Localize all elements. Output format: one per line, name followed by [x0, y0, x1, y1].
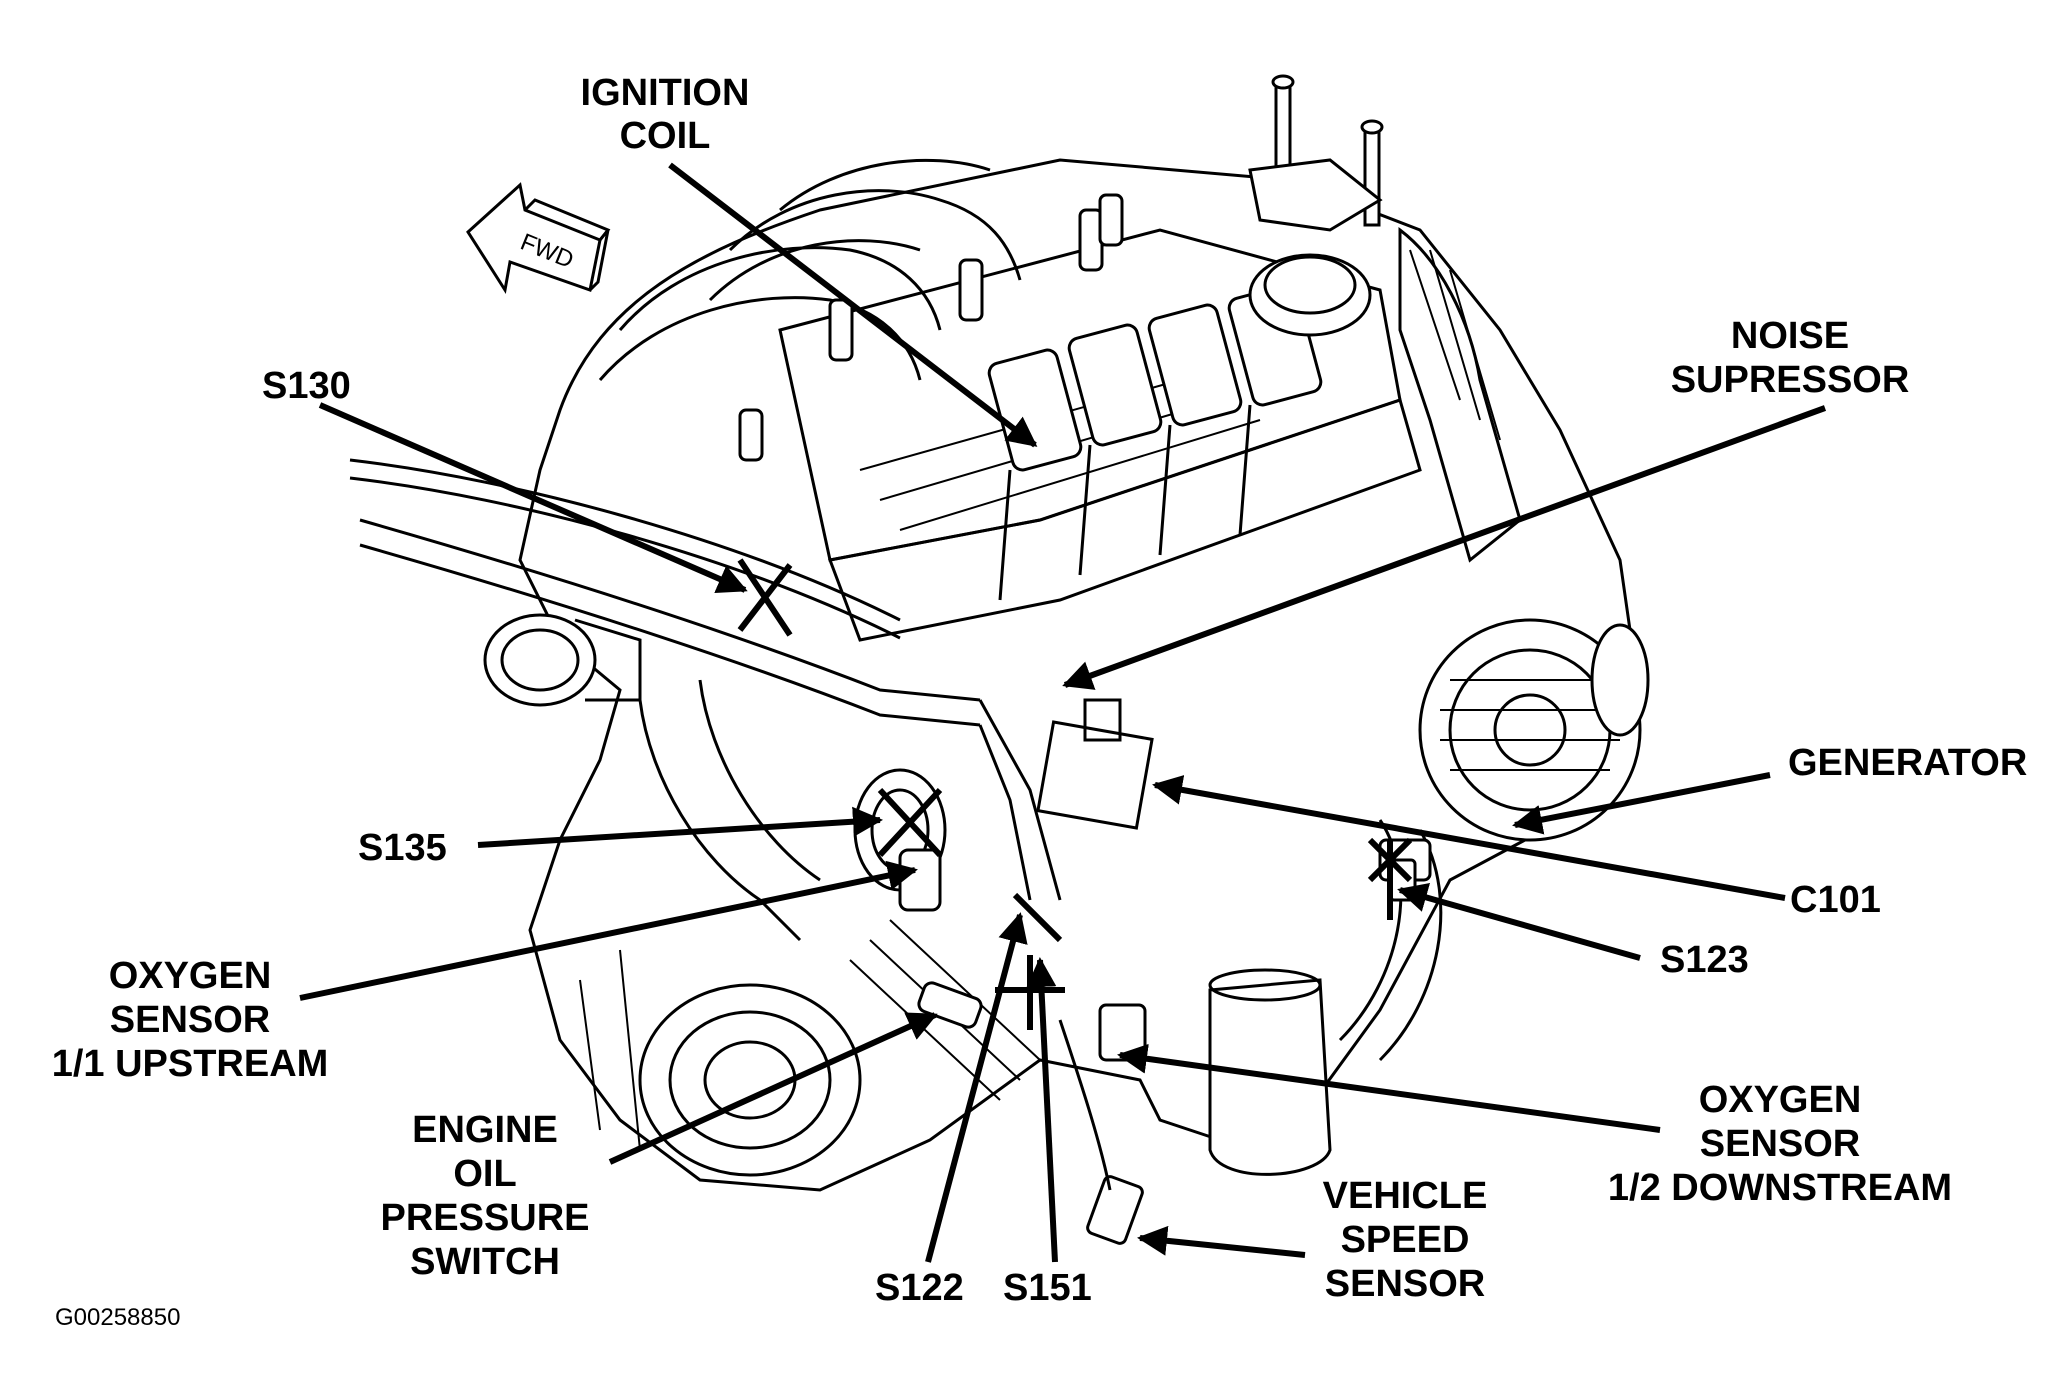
label-ignition-coil: IGNITION COIL — [581, 72, 750, 157]
leader-c101 — [1152, 775, 1786, 901]
label-s123: S123 — [1660, 939, 1749, 981]
leader-generator — [1512, 772, 1771, 835]
leader-s130 — [318, 402, 748, 593]
label-noise-supressor: NOISE SUPRESSOR — [1671, 315, 1910, 401]
label-oxygen-sensor-upstream: OXYGEN SENSOR 1/1 UPSTREAM — [52, 955, 329, 1085]
svg-text:OXYGEN: OXYGEN — [109, 955, 272, 997]
svg-text:SENSOR: SENSOR — [1700, 1123, 1860, 1165]
svg-text:NOISE: NOISE — [1731, 315, 1849, 357]
leader-oxygen-upstream — [299, 860, 918, 1001]
leader-s135 — [477, 806, 883, 848]
svg-text:SENSOR: SENSOR — [1325, 1263, 1485, 1305]
svg-text:IGNITION: IGNITION — [581, 72, 750, 114]
label-generator: GENERATOR — [1788, 742, 2027, 784]
leader-s151 — [1026, 957, 1058, 1263]
svg-text:ENGINE: ENGINE — [412, 1109, 558, 1151]
leader-s122 — [925, 912, 1028, 1263]
generator-body — [1418, 618, 1650, 842]
label-s130: S130 — [262, 365, 351, 407]
forward-direction-arrow: FWD — [466, 182, 611, 295]
fuel-injectors — [738, 193, 1124, 462]
label-oxygen-sensor-downstream: OXYGEN SENSOR 1/2 DOWNSTREAM — [1608, 1079, 1952, 1209]
leader-vehicle-speed-sensor — [1137, 1225, 1306, 1258]
svg-text:OIL: OIL — [453, 1153, 516, 1195]
splice-marks — [737, 558, 1413, 1030]
svg-text:OXYGEN: OXYGEN — [1699, 1079, 1862, 1121]
ignition-coil-packs — [987, 283, 1323, 601]
crank-pulley — [638, 983, 862, 1177]
label-s151: S151 — [1003, 1267, 1092, 1309]
label-c101: C101 — [1790, 879, 1881, 921]
leader-lines — [299, 162, 1827, 1263]
leader-ignition-coil — [668, 162, 1038, 448]
svg-text:VEHICLE: VEHICLE — [1323, 1175, 1488, 1217]
svg-text:SPEED: SPEED — [1341, 1219, 1470, 1261]
label-s135: S135 — [358, 827, 447, 869]
label-s122: S122 — [875, 1267, 964, 1309]
svg-text:1/2 DOWNSTREAM: 1/2 DOWNSTREAM — [1608, 1167, 1952, 1209]
studs — [1248, 74, 1384, 232]
leader-noise-supressor — [1062, 405, 1827, 690]
leader-oxygen-downstream — [1117, 1043, 1661, 1133]
svg-text:COIL: COIL — [620, 115, 711, 157]
label-vehicle-speed-sensor: VEHICLE SPEED SENSOR — [1323, 1175, 1488, 1305]
svg-text:SENSOR: SENSOR — [110, 999, 270, 1041]
svg-text:SWITCH: SWITCH — [410, 1241, 560, 1283]
svg-text:SUPRESSOR: SUPRESSOR — [1671, 359, 1910, 401]
throttle-body — [483, 613, 642, 707]
leader-engine-oil-pressure-switch — [608, 1012, 938, 1165]
figure-id: G00258850 — [55, 1304, 180, 1331]
label-engine-oil-pressure-switch: ENGINE OIL PRESSURE SWITCH — [380, 1109, 589, 1283]
svg-text:PRESSURE: PRESSURE — [380, 1197, 589, 1239]
leader-s123 — [1397, 882, 1641, 961]
svg-text:1/1 UPSTREAM: 1/1 UPSTREAM — [52, 1043, 329, 1085]
